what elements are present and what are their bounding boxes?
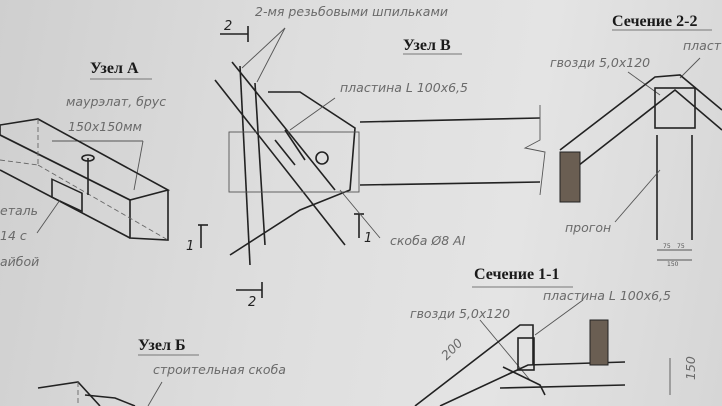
node-a-side-1: еталь (0, 203, 38, 218)
node-b-bracket-label: строительная скоба (153, 362, 286, 377)
section-mark-1-right: 1 (364, 231, 372, 246)
gusset-plate (654, 87, 696, 129)
node-a-label-2: 150x150мм (68, 119, 142, 134)
studs-label: 2-мя резьбовыми шпильками (255, 4, 448, 19)
node-v: 2 2-мя резьбовыми шпильками Узел В пласт… (186, 4, 546, 310)
section-1-1-plate: пластина L 100x6,5 (543, 288, 671, 303)
bolt-node (315, 151, 329, 165)
section-1-1: Сечение 1-1 гвозди 5,0x120 пластина L 10… (410, 266, 698, 406)
bracket-label: скоба Ø8 AI (390, 233, 466, 248)
node-a-side-3: айбой (0, 254, 39, 269)
stud-1 (239, 65, 251, 266)
section-mark-2-bottom: 2 (248, 295, 256, 310)
plate (517, 337, 535, 371)
section-1-1-nails: гвозди 5,0x120 (410, 306, 510, 321)
dim-200: 200 (438, 335, 466, 363)
purlin-section (589, 319, 609, 366)
purlin-label: прогон (565, 220, 611, 235)
section-2-2-plate: пласт (683, 38, 722, 53)
node-a-label-1: маурэлат, брус (66, 94, 166, 109)
node-v-title: Узел В (403, 37, 451, 54)
section-2-2-nails: гвозди 5,0x120 (550, 55, 650, 70)
mauerlat-beam (0, 118, 171, 201)
dim-150: 150 (667, 261, 679, 268)
dim-150: 150 (683, 356, 698, 380)
section-2-2-title: Сечение 2-2 (612, 13, 697, 30)
section-2-2: Сечение 2-2 гвозди 5,0x120 пласт прогон … (550, 13, 722, 268)
node-b: Узел Б строительная скоба (37, 337, 286, 406)
section-mark-2-top: 2 (224, 19, 232, 34)
purlin-section (559, 151, 581, 203)
dim-75-a: 75 (663, 243, 671, 250)
stud (51, 178, 83, 213)
section-mark-1-left: 1 (186, 239, 194, 254)
node-a-title: Узел А (90, 60, 139, 77)
stud-2 (254, 82, 266, 246)
section-1-1-title: Сечение 1-1 (474, 266, 559, 283)
node-v-plate-label: пластина L 100x6,5 (340, 80, 468, 95)
dim-75-b: 75 (677, 243, 685, 250)
node-a: Узел А маурэлат, брус 150x150мм еталь 14… (0, 60, 171, 269)
node-a-side-2: 14 с (0, 228, 27, 243)
node-b-title: Узел Б (138, 337, 186, 354)
